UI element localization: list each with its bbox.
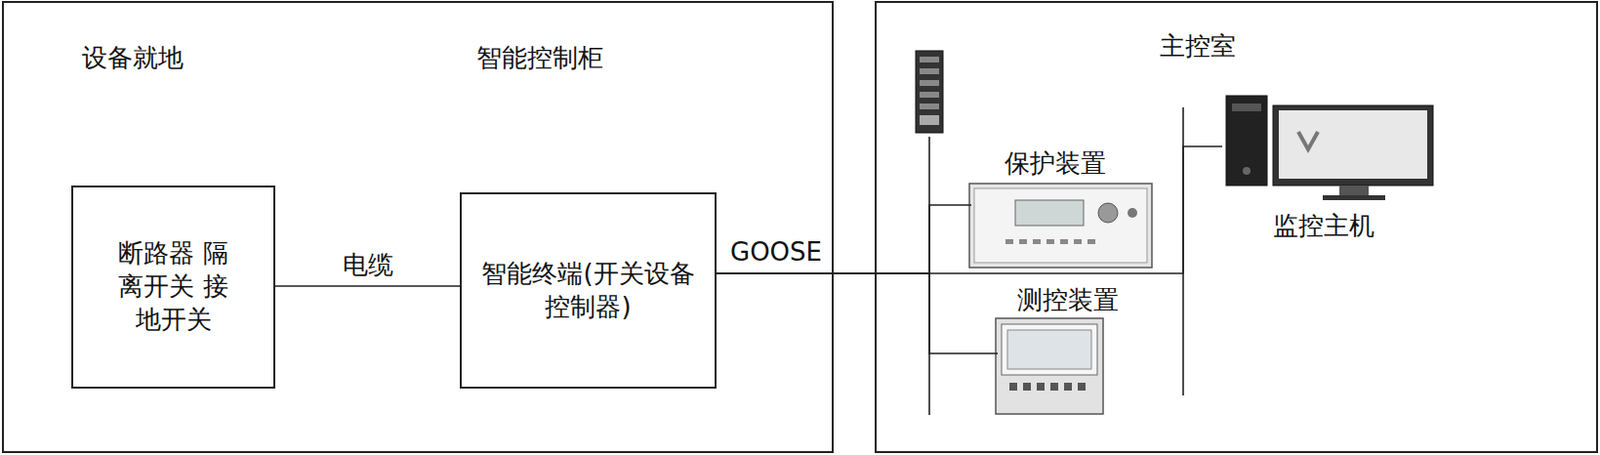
measure-control-device: 测控装置	[997, 280, 1145, 417]
node-text: 设备就地	[82, 41, 184, 76]
switch-icon	[915, 50, 944, 133]
region-box: 主控室保护装置测控装置 监控主机	[874, 0, 1599, 453]
node-text: 监控主机	[1272, 209, 1375, 244]
edge-label: 电缆	[340, 249, 396, 281]
node-text: 智能控制柜	[476, 41, 604, 76]
region-box: 设备就地 智能控制柜断路器 隔离开关 接地开关 智能终端(开关设备控制器)	[1, 0, 834, 453]
protection-device: 保护装置	[971, 143, 1154, 271]
terminal-box: 智能终端(开关设备控制器)	[459, 192, 717, 389]
edge-label: GOOSE	[728, 237, 824, 268]
node-text: 保护装置	[1004, 147, 1107, 181]
connector	[275, 285, 460, 288]
measure-control-illustration	[995, 318, 1104, 414]
monitor-host: 监控主机	[1222, 94, 1439, 251]
device-box: 断路器 隔离开关 接地开关	[71, 185, 276, 389]
connector	[716, 146, 1223, 274]
connector	[716, 273, 998, 354]
protection-device-illustration	[969, 183, 1152, 268]
node-text: 断路器 隔离开关 接地开关	[115, 237, 233, 336]
connector	[716, 205, 972, 274]
computer-illustration	[1226, 95, 1434, 201]
node-text: 主控室	[1159, 30, 1236, 64]
node-text: 智能终端(开关设备控制器)	[471, 257, 706, 325]
node-text: 测控装置	[1017, 284, 1119, 318]
